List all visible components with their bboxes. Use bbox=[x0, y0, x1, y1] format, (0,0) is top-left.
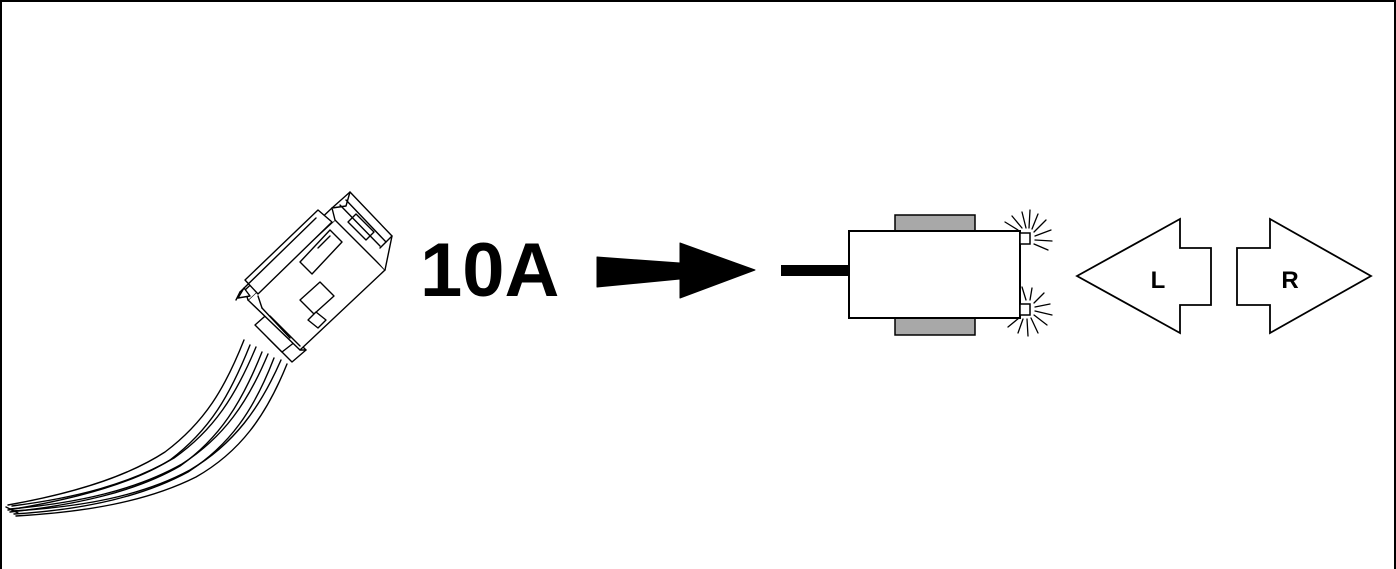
fuse-rating-label: 10A bbox=[420, 228, 559, 313]
upper-rail bbox=[894, 214, 976, 233]
left-arrow-icon: L bbox=[1075, 217, 1212, 335]
right-arrow-label: R bbox=[1281, 267, 1298, 294]
right-arrow-icon: R bbox=[1236, 217, 1373, 335]
lower-lamp-glow bbox=[1007, 286, 1053, 337]
wire-bundle bbox=[5, 339, 288, 517]
upper-lamp-glow bbox=[1004, 209, 1053, 251]
test-lamp-icon bbox=[781, 209, 1053, 337]
left-arrow-label: L bbox=[1151, 267, 1166, 294]
right-arrow-icon bbox=[596, 242, 756, 299]
upper-lamp bbox=[1019, 232, 1031, 245]
lower-lamp bbox=[1019, 303, 1031, 316]
lower-rail bbox=[894, 317, 976, 336]
wire-harness-connector-icon bbox=[5, 191, 393, 517]
tester-body bbox=[848, 230, 1021, 319]
probe-lead bbox=[781, 265, 849, 276]
